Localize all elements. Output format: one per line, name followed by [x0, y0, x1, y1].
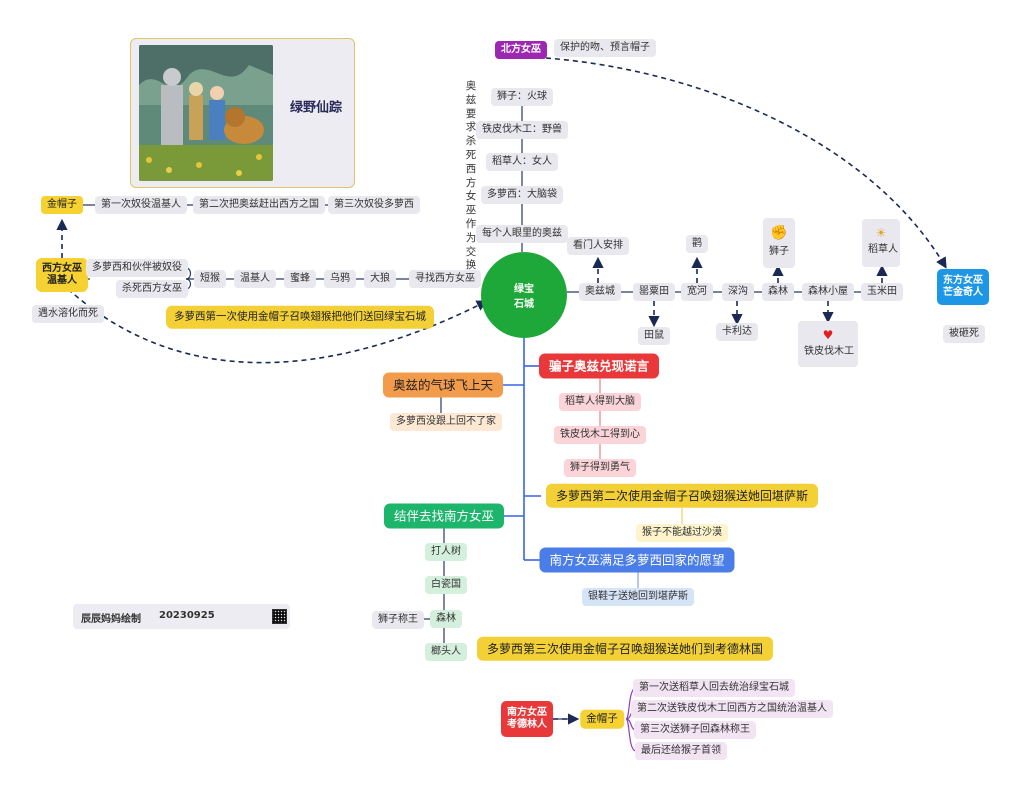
emerald-city-center: 绿宝 石城 [481, 252, 567, 338]
brain-icon: ☀ [875, 226, 887, 240]
route-cornfield: 玉米田 [861, 283, 903, 301]
lion-becomes-king: 狮子称王 [372, 611, 424, 629]
promise-lion: 狮子得到勇气 [564, 459, 636, 477]
balloon-node: 奥兹的气球飞上天 [382, 372, 504, 398]
west-path-5: 大狼 [364, 270, 396, 288]
oz-illustration-art [139, 45, 273, 181]
author-date: 20230925 [159, 610, 215, 621]
south-witch-node: 南方女巫 考德林人 [501, 701, 553, 737]
promise-woodman: 铁皮伐木工得到心 [554, 426, 646, 444]
author-footer: 辰辰妈妈绘制 20230925 [73, 604, 290, 629]
west-enslaved: 多萝西和伙伴被奴役 [86, 259, 188, 277]
oz-promise-node: 骗子奥兹兑现诺言 [538, 353, 660, 379]
lion-node: ✊ 狮子 [763, 218, 795, 268]
west-path-6: 寻找西方女巫 [409, 270, 481, 288]
oz-demand-vertical: 奥兹要求杀死西方女巫作为交换 [465, 80, 477, 272]
cap-step-2: 第二次把奥兹赶出西方之国 [193, 196, 325, 214]
page-title: 绿野仙踪 [290, 100, 343, 116]
lion-label: 狮子 [769, 245, 789, 257]
east-witch-node: 东方女巫 芒金奇人 [937, 269, 989, 305]
send-scarecrow: 第一次送稻草人回去统治绿宝石城 [633, 679, 795, 697]
second-cap-use: 多萝西第二次使用金帽子召唤翅猴送她回堪萨斯 [545, 483, 819, 509]
route-forest-cabin: 森林小屋 [802, 283, 854, 301]
route-oz-city: 奥兹城 [579, 283, 621, 301]
scarecrow-label: 稻草人 [868, 244, 898, 256]
silver-shoes-note: 银鞋子送她回到堪萨斯 [582, 588, 694, 606]
south-wish-node: 南方女巫满足多萝西回家的愿望 [539, 547, 735, 573]
send-woodman: 第二次送铁皮伐木工回西方之国统治温基人 [631, 700, 833, 718]
cap-step-3: 第三次奴役多萝西 [328, 196, 420, 214]
oz-view-woodman: 铁皮伐木工：野兽 [476, 121, 568, 139]
route-ditch: 深沟 [722, 283, 754, 301]
tin-woodman-node: ♥ 铁皮伐木工 [798, 321, 858, 367]
west-path-3: 蜜蜂 [284, 270, 316, 288]
west-golden-cap: 金帽子 [41, 196, 83, 214]
first-cap-use: 多萝西第一次使用金帽子召唤翅猴把他们送回绿宝石城 [166, 305, 434, 329]
third-cap-use: 多萝西第三次使用金帽子召唤翅猴送她们到考德林国 [476, 636, 774, 662]
west-path-1: 短猴 [194, 270, 226, 288]
north-witch-node: 北方女巫 [495, 41, 547, 59]
west-path-2: 温基人 [234, 270, 276, 288]
journey-fighting-trees: 打人树 [425, 543, 467, 561]
route-wide-river: 宽河 [681, 283, 713, 301]
kalidah: 卡利达 [716, 323, 758, 341]
qr-code-icon [272, 609, 287, 624]
scarecrow-node: ☀ 稻草人 [862, 219, 900, 267]
east-witch-death: 被砸死 [943, 325, 985, 343]
stork: 鹳 [686, 235, 708, 253]
oz-illustration [139, 45, 273, 181]
field-mouse: 田鼠 [638, 327, 670, 345]
west-path-4: 乌鸦 [324, 270, 356, 288]
oz-view-lion: 狮子：火球 [491, 88, 553, 106]
cap-step-1: 第一次奴役温基人 [95, 196, 187, 214]
journey-forest: 森林 [430, 610, 462, 628]
west-killed: 杀死西方女巫 [116, 280, 188, 298]
second-use-note: 猴子不能越过沙漠 [636, 524, 728, 542]
journey-hammerheads: 榔头人 [425, 643, 467, 661]
promise-scarecrow: 稻草人得到大脑 [559, 393, 641, 411]
heart-icon: ♥ [822, 328, 834, 342]
north-witch-gift: 保护的吻、预言帽子 [554, 39, 656, 57]
muscle-icon: ✊ [770, 225, 788, 241]
south-journey-node: 结伴去找南方女巫 [383, 503, 505, 529]
balloon-note: 多萝西没跟上回不了家 [390, 413, 502, 431]
journey-china-country: 白瓷国 [425, 576, 467, 594]
guard-arrangement: 看门人安排 [567, 237, 629, 255]
return-to-monkey-king: 最后还给猴子首领 [635, 742, 727, 760]
tin-woodman-label: 铁皮伐木工 [804, 346, 854, 358]
route-poppy-field: 罂粟田 [633, 283, 675, 301]
south-golden-cap: 金帽子 [580, 709, 624, 729]
route-forest: 森林 [762, 283, 794, 301]
oz-views-root: 每个人眼里的奥兹 [476, 225, 568, 243]
send-lion: 第三次送狮子回森林称王 [634, 721, 756, 739]
west-witch-death: 遇水溶化而死 [32, 305, 104, 323]
oz-view-scarecrow: 稻草人：女人 [486, 153, 558, 171]
oz-view-dorothy: 多萝西：大脑袋 [481, 186, 563, 204]
title-card [130, 38, 355, 188]
west-witch-node: 西方女巫 温基人 [36, 258, 88, 292]
author-name: 辰辰妈妈绘制 [81, 614, 141, 625]
